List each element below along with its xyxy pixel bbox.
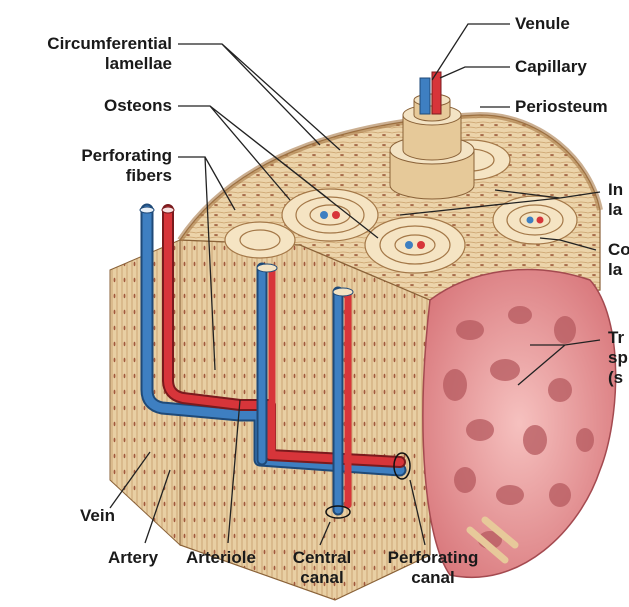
blood-vessels: [140, 203, 407, 516]
protruding-osteon: [389, 71, 475, 200]
label-osteons: Osteons: [103, 96, 172, 115]
label-interstitial-lamellae: In la: [608, 180, 623, 220]
label-perforating-fibers: Perforating fibers: [60, 146, 172, 186]
label-line: In: [608, 180, 624, 199]
label-arteriole: Arteriole: [186, 548, 256, 567]
label-line: lamellae: [104, 54, 172, 73]
label-line: sp: [608, 348, 628, 367]
spongy-bone: [422, 268, 617, 578]
osteon-vessels: [320, 211, 544, 249]
vessel-openings: [139, 206, 354, 297]
label-line: canal: [300, 568, 344, 587]
label-line: canal: [411, 568, 455, 587]
label-circumferential-lamellae: Circumferential lamellae: [20, 34, 172, 74]
label-line: fibers: [125, 166, 172, 185]
label-line: Central: [292, 548, 352, 567]
label-central-canal: Central canal: [282, 548, 362, 588]
label-vein: Vein: [80, 506, 115, 525]
label-line: Co: [608, 240, 629, 259]
label-venule: Venule: [515, 14, 570, 33]
label-concentric-lamellae: Co la: [608, 240, 629, 280]
label-line: Tr: [608, 328, 625, 347]
label-line: la: [608, 260, 623, 279]
label-artery: Artery: [108, 548, 159, 567]
label-capillary: Capillary: [515, 57, 587, 76]
label-trabeculae: Tr sp (s: [608, 328, 628, 388]
leader-lines: [109, 23, 601, 546]
label-line: (s: [608, 368, 624, 387]
label-line: Perforating: [387, 548, 479, 567]
label-line: Perforating: [81, 146, 172, 165]
label-periosteum: Periosteum: [515, 97, 608, 116]
bone-front-face: [179, 239, 431, 601]
label-line: la: [608, 200, 623, 219]
label-perforating-canal: Perforating canal: [380, 548, 486, 588]
label-line: Circumferential: [47, 34, 172, 53]
